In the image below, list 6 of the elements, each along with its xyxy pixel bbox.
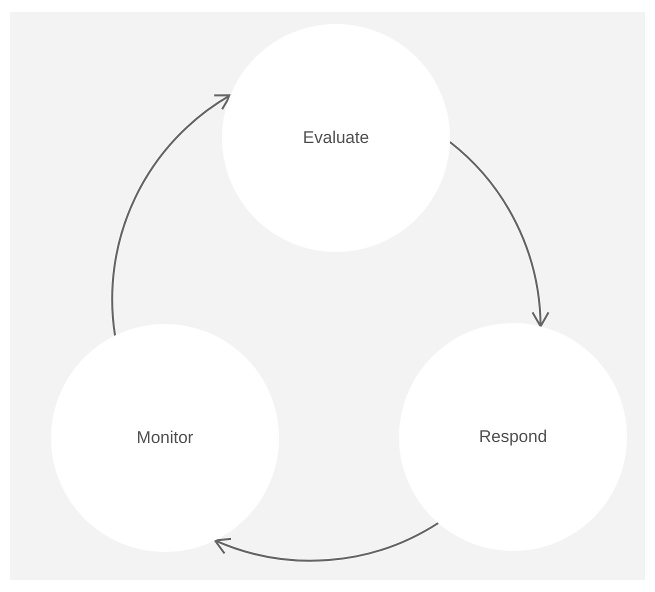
stage-label: Evaluate [302,127,370,150]
arrow [449,141,549,328]
stage-label: Respond [478,426,548,448]
arrow [214,522,439,562]
arrow [111,94,232,336]
stage-label: Monitor [136,427,194,450]
